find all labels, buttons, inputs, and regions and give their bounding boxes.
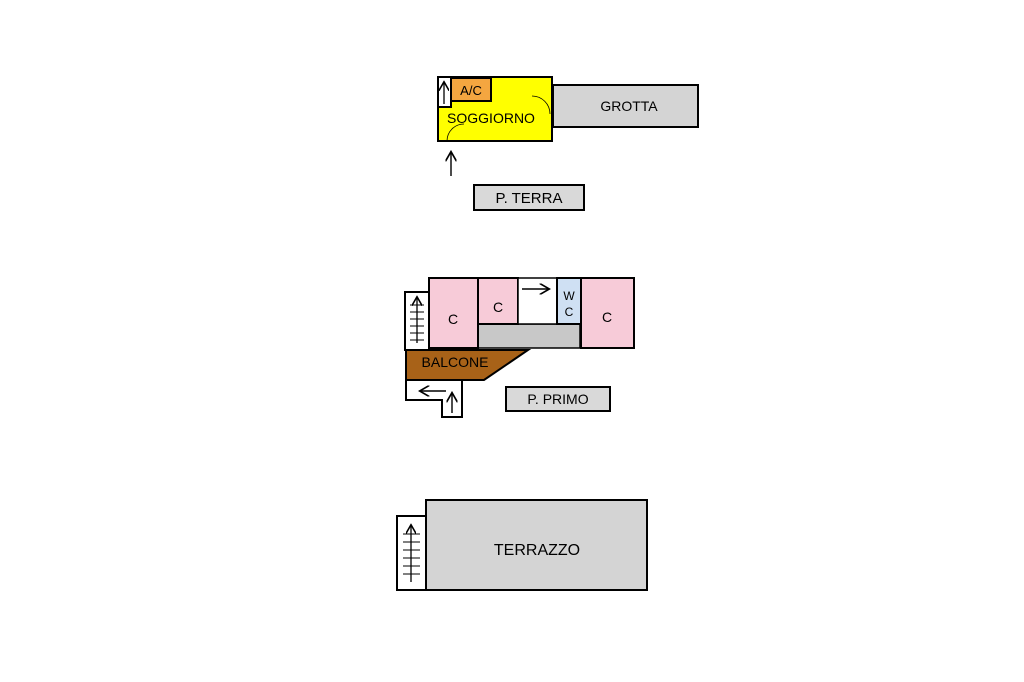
- corridor: [469, 323, 581, 349]
- first-floor-label: P. PRIMO: [527, 391, 588, 407]
- ground-floor-label-box: [473, 184, 585, 211]
- external-stair: [405, 379, 463, 418]
- hall-stair-area: [517, 277, 558, 325]
- camera-label-1: C: [448, 311, 458, 327]
- camera-label-2: C: [493, 299, 503, 315]
- wc-label-c: C: [565, 305, 574, 319]
- first-floor-label-box: [505, 386, 611, 412]
- door-swing-icon: [531, 95, 551, 115]
- ac-label: A/C: [460, 83, 482, 98]
- terrazzo-label: TERRAZZO: [494, 542, 580, 559]
- balcone: [405, 349, 532, 381]
- soggiorno-label: SOGGIORNO: [447, 110, 535, 126]
- wc-label-w: W: [563, 289, 575, 303]
- ground-floor-label: P. TERRA: [496, 190, 563, 207]
- grotta-label: GROTTA: [600, 98, 658, 114]
- balcone-label: BALCONE: [422, 354, 489, 370]
- grotta-room: [552, 84, 699, 128]
- wc-room: [556, 277, 582, 325]
- door-swing-icon: [446, 123, 465, 142]
- ground-floor-plan: A/C SOGGIORNO GROTTA P. TERRA: [437, 76, 699, 211]
- camera-room-3: [580, 277, 635, 349]
- roof-plan: TERRAZZO: [396, 499, 648, 591]
- camera-room-2: [477, 277, 519, 325]
- first-floor-plan: C C W C C BALCONE P. PRIMO: [404, 277, 635, 418]
- camera-label-3: C: [602, 309, 612, 325]
- stair-icon: [403, 526, 420, 582]
- stair-icon: [410, 298, 424, 343]
- terrazzo: [425, 499, 648, 591]
